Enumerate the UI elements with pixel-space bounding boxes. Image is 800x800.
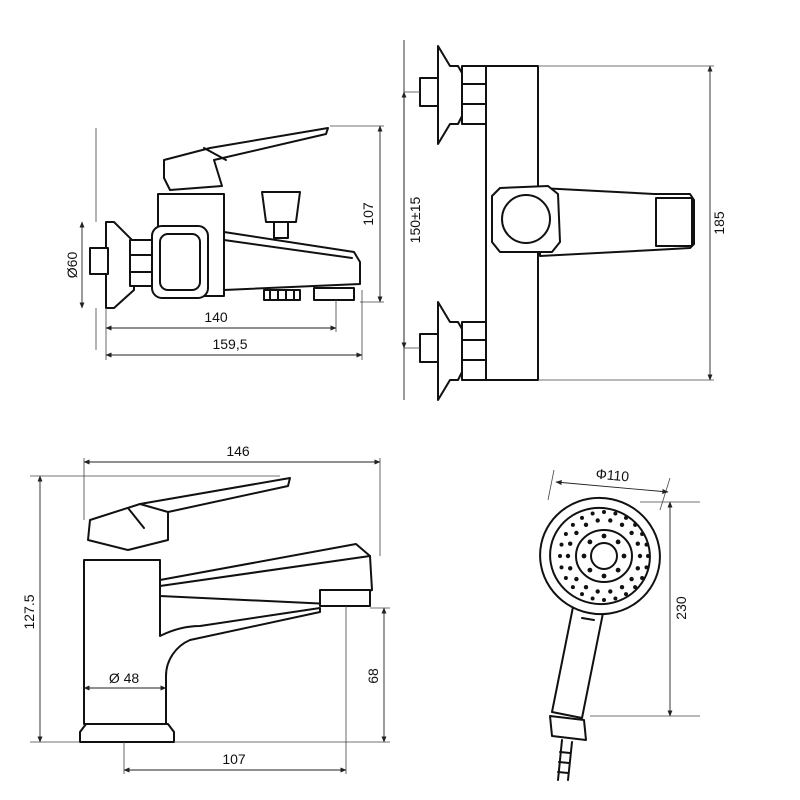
nozzle-dot (595, 589, 600, 594)
nozzle-dot (568, 541, 573, 546)
nozzle-dot (580, 515, 584, 520)
bath-mixer-side-view: Ø60 107 140 159,5 (64, 125, 384, 360)
nozzle-dot (644, 542, 649, 547)
diverter-knob (261, 191, 301, 223)
basin-mixer-side-view: 146 127.5 Ø 48 68 107 (21, 443, 390, 774)
nozzle-dot (635, 566, 640, 571)
dim-bath-width-total: 159,5 (212, 336, 247, 352)
basin-aerator (319, 589, 371, 607)
nozzle-dot (563, 532, 568, 536)
shower-center (590, 542, 618, 570)
shower-handle (551, 601, 605, 719)
nozzle-dot (583, 585, 589, 590)
nozzle-dot (601, 573, 607, 579)
dim-basin-height: 127.5 (21, 594, 37, 629)
nozzle-dot (587, 567, 593, 573)
basin-lever (87, 477, 291, 551)
nozzle-dot (619, 585, 625, 590)
dim-basin-width: 146 (226, 443, 250, 459)
nozzle-dot (568, 566, 573, 571)
nozzle-dot (633, 585, 638, 590)
nozzle-dot (563, 576, 568, 580)
nozzle-dot (601, 533, 607, 539)
nozzle-dot (646, 554, 650, 558)
hex-nut (129, 239, 153, 287)
dim-basin-spout-height: 68 (365, 668, 381, 684)
nozzle-dot (558, 554, 562, 558)
nozzle-dot (574, 530, 579, 536)
dim-basin-reach: 107 (222, 751, 246, 767)
top-connector (419, 77, 439, 107)
nozzle-dot (580, 592, 584, 597)
nozzle-dot (619, 522, 625, 527)
nozzle-dot (559, 542, 564, 547)
nozzle-dot (590, 596, 595, 601)
control-knob (151, 225, 209, 299)
nozzle-dot (615, 539, 621, 545)
basin-body (83, 559, 321, 725)
shower-outlet (263, 289, 301, 301)
hand-shower-view: Φ110 230 (539, 466, 700, 781)
nozzle-dot (613, 511, 618, 516)
bottom-hex-nut (461, 321, 487, 381)
nozzle-dot (570, 522, 575, 527)
nozzle-dot (615, 567, 621, 573)
diverter-stem (273, 221, 289, 239)
nozzle-dot (629, 576, 634, 582)
nozzle-dot (635, 541, 640, 546)
nozzle-dot (570, 585, 575, 590)
nozzle-dot (613, 596, 618, 601)
mixer-lever (163, 127, 329, 191)
nozzle-dot (624, 515, 628, 520)
nozzle-dot (590, 511, 595, 516)
dim-basin-dia: Ø 48 (109, 670, 140, 686)
nozzle-dot (602, 598, 606, 602)
nozzle-dot (637, 553, 643, 559)
nozzle-dot (624, 592, 628, 597)
nozzle-dot (633, 522, 638, 527)
nozzle-dot (587, 539, 593, 545)
nozzle-dot (621, 553, 627, 559)
dim-shower-dia: Φ110 (595, 466, 630, 485)
shower-hose (557, 739, 563, 781)
bottom-connector (419, 333, 439, 363)
bath-spout (223, 231, 361, 291)
dim-wall-height: 185 (711, 211, 727, 235)
dim-bath-height: 107 (360, 202, 376, 226)
dim-bath-width-inner: 140 (204, 309, 228, 325)
wall-connector (89, 247, 109, 275)
nozzle-dot (629, 530, 634, 536)
nozzle-dot (595, 518, 600, 523)
dim-bath-dia: Ø60 (64, 252, 80, 279)
nozzle-dot (581, 553, 587, 559)
nozzle-dot (608, 589, 613, 594)
dim-wall-spacing: 150±15 (407, 196, 423, 243)
basin-base (79, 723, 175, 743)
nozzle-dot (565, 553, 571, 559)
dim-shower-length: 230 (673, 596, 689, 620)
shower-nozzles (558, 510, 650, 602)
nozzle-dot (574, 576, 579, 582)
nozzle-dot (608, 518, 613, 523)
nozzle-dot (602, 510, 606, 514)
nozzle-dot (644, 565, 649, 570)
shower-holder (549, 715, 587, 741)
nozzle-dot (640, 576, 645, 580)
bath-mixer-front-view: 150±15 185 (401, 40, 727, 401)
nozzle-dot (583, 522, 589, 527)
aerator (313, 287, 355, 301)
basin-spout (159, 543, 373, 605)
nozzle-dot (559, 565, 564, 570)
top-hex-nut (461, 65, 487, 125)
nozzle-dot (640, 532, 645, 536)
